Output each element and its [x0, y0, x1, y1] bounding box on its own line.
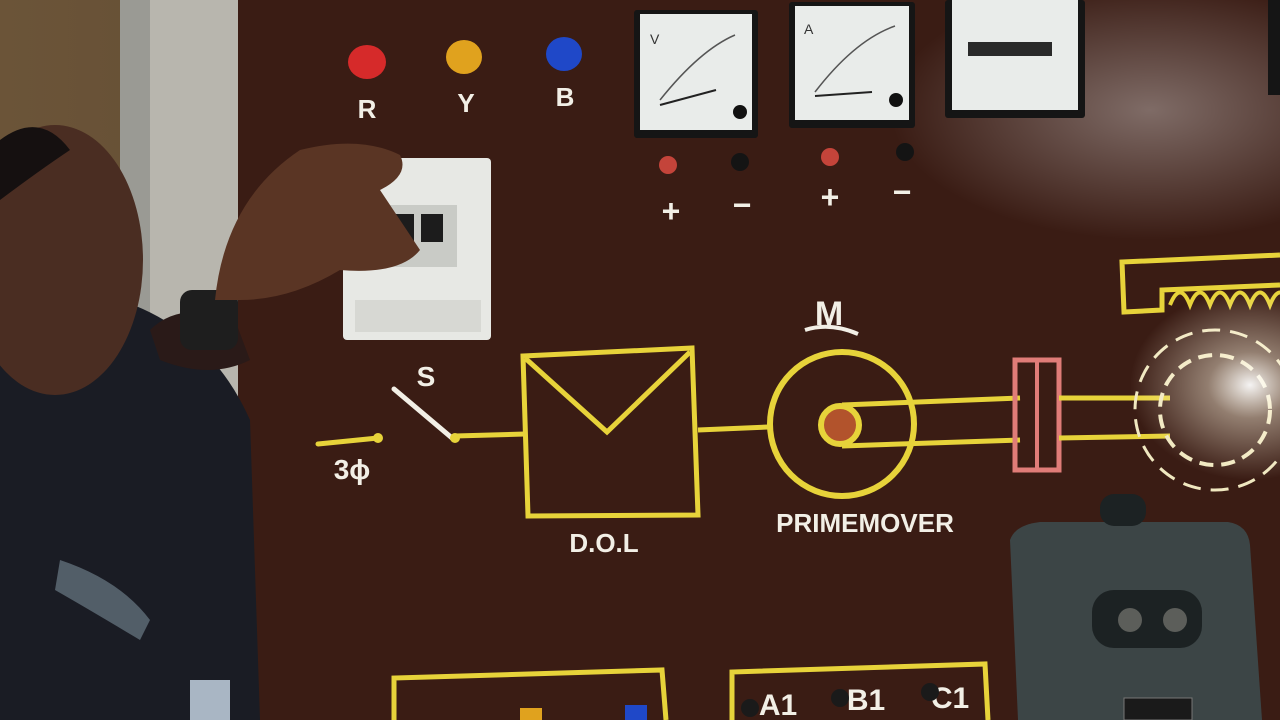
voltmeter-letter: V — [650, 31, 660, 47]
voltmeter-plus-terminal — [659, 156, 677, 174]
ammeter-letter: A — [804, 21, 814, 37]
phase-lamps: R Y B — [348, 37, 582, 124]
supply-and-switch: 3ϕ S — [315, 361, 526, 485]
motor-label: M — [815, 295, 843, 333]
terminal-label: + — [662, 193, 681, 229]
wattmeter — [945, 0, 1280, 118]
y-label: Y — [457, 88, 474, 118]
light-glare — [1130, 290, 1280, 480]
wristwatch — [180, 290, 238, 350]
primemover-symbol: M PRIMEMOVER — [767, 295, 1021, 538]
dol-label: D.O.L — [569, 528, 638, 558]
voltmeter: V — [634, 10, 758, 138]
voltmeter-minus-terminal — [731, 153, 749, 171]
terminal-label: − — [893, 174, 912, 210]
b-lamp — [546, 37, 582, 71]
r-lamp — [348, 45, 386, 79]
ammeter-minus-terminal — [896, 143, 914, 161]
id-badge — [190, 680, 230, 720]
person-hand — [215, 143, 420, 300]
terminal-label: − — [733, 187, 752, 223]
switch-label: S — [417, 361, 436, 392]
terminal-a1-label: A1 — [759, 689, 797, 720]
y-lamp — [446, 40, 482, 74]
meter-terminals: + − + − — [659, 143, 914, 229]
terminal-label: + — [821, 179, 840, 215]
dol-starter-symbol: D.O.L — [520, 345, 769, 558]
supply-label: 3ϕ — [334, 454, 371, 485]
primemover-label: PRIMEMOVER — [776, 508, 954, 538]
person-head — [0, 125, 143, 395]
ammeter: A — [789, 2, 915, 128]
bottom-terminal-boxes: A1 B1 C1 — [391, 661, 991, 720]
terminal-b1-label: B1 — [847, 684, 885, 717]
starter-enclosure — [1010, 494, 1262, 720]
ammeter-plus-terminal — [821, 148, 839, 166]
b-label: B — [556, 82, 575, 112]
person — [0, 125, 420, 720]
r-label: R — [358, 94, 377, 124]
